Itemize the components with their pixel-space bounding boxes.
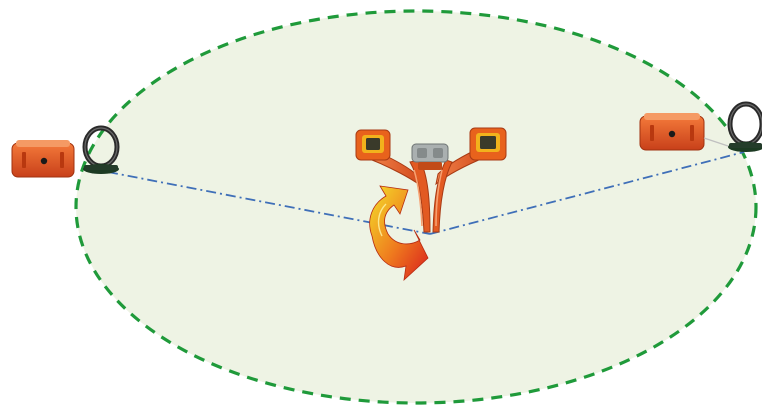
transmitter-case-icon (11, 140, 75, 178)
right-transmitter-icon (639, 101, 762, 152)
left-signal-line (107, 171, 431, 235)
coil-antenna-icon (727, 101, 762, 152)
right-signal-line (429, 151, 745, 235)
receiver-handle-icon (411, 143, 449, 170)
rotation-arrow-icon (369, 185, 429, 282)
locator-receiver-icon (355, 127, 507, 233)
coil-antenna-icon (82, 125, 120, 174)
left-transmitter-icon (11, 125, 120, 178)
right-receiver-icon (432, 127, 507, 233)
field-ellipse (74, 9, 758, 405)
transmitter-case-icon (639, 113, 729, 151)
left-receiver-icon (355, 129, 431, 233)
